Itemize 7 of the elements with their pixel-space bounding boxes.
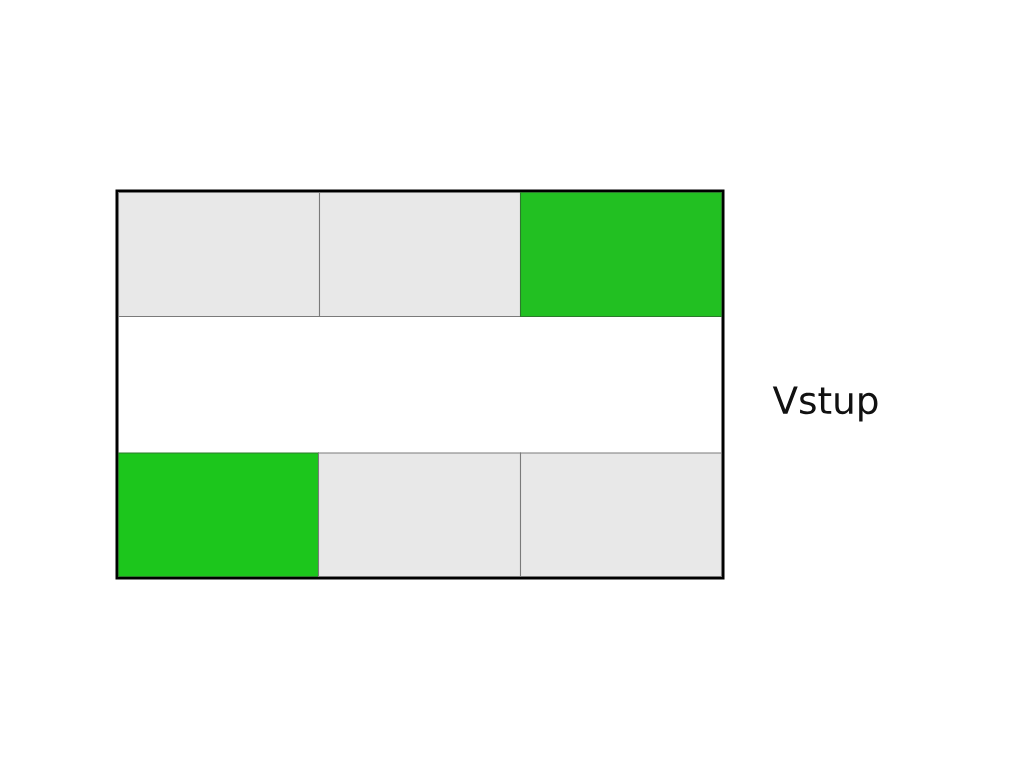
tile bbox=[519, 191, 723, 318]
tile bbox=[317, 452, 522, 578]
tile bbox=[519, 452, 723, 578]
tile bbox=[117, 191, 321, 318]
tile bbox=[117, 452, 320, 578]
side-label: Vstup bbox=[772, 386, 878, 422]
tile bbox=[318, 191, 522, 318]
